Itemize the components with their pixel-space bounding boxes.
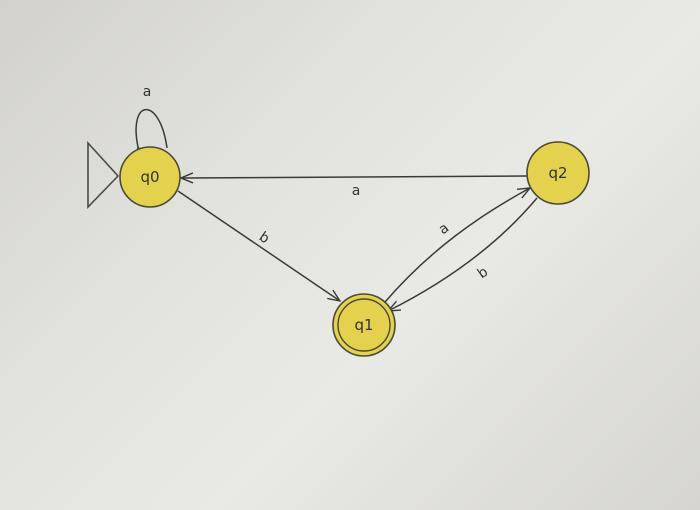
edge-q2-q0 — [181, 176, 528, 178]
edge-label-q1-q2: a — [436, 220, 452, 238]
state-q2-label: q2 — [548, 164, 567, 182]
edge-q1-q2 — [384, 188, 530, 303]
state-q1-accepting-ring — [337, 298, 391, 352]
state-q0-circle — [119, 146, 181, 208]
state-q0-label: q0 — [140, 168, 159, 186]
edge-q0-q1 — [177, 190, 340, 301]
edge-label-q0-q1: b — [256, 229, 272, 247]
state-q1-label: q1 — [354, 316, 373, 334]
state-q0[interactable]: q0 — [119, 146, 181, 208]
edge-label-q2-q0: a — [352, 183, 361, 199]
state-q2[interactable]: q2 — [526, 141, 590, 205]
edge-label-q2-q1: b — [475, 264, 492, 282]
edge-q2-q1 — [388, 197, 538, 311]
state-q1-outer-circle — [332, 293, 396, 357]
state-q1[interactable]: q1 — [332, 293, 396, 357]
edge-label-q0-q0: a — [143, 84, 152, 100]
edge-q0-q0-loop — [136, 108, 168, 148]
initial-state-arrow-icon — [87, 140, 120, 209]
state-q2-circle — [526, 141, 590, 205]
